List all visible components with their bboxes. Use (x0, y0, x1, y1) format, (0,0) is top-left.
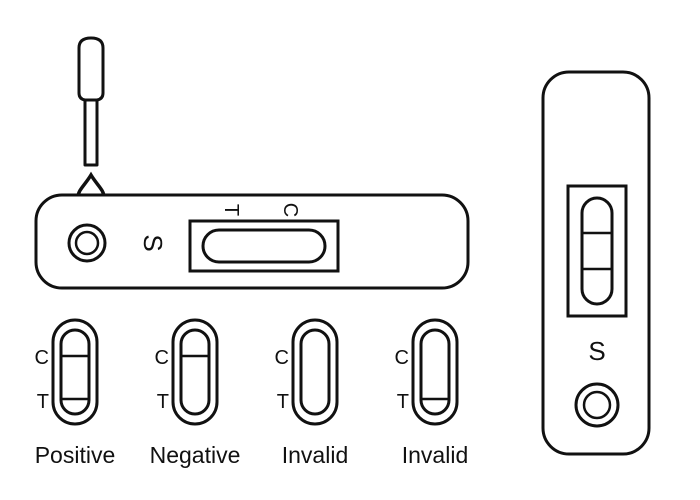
result-example: CT Positive (35, 318, 116, 468)
result-cassette-outline (51, 318, 99, 426)
control-line-label: C (395, 347, 409, 369)
control-line-label: C (155, 347, 169, 369)
result-window-frame (188, 219, 340, 273)
result-name-label: Negative (150, 442, 241, 468)
dropper-icon (77, 36, 105, 167)
sample-label: S (588, 336, 605, 366)
sample-well-inner (74, 230, 100, 256)
result-example: CT Negative (150, 318, 241, 468)
result-name-label: Invalid (402, 442, 468, 468)
sample-well-inner (582, 390, 612, 420)
result-name-label: Invalid (282, 442, 348, 468)
result-example: CT Invalid (395, 318, 468, 468)
sample-well-outer (574, 382, 620, 428)
result-cassette-outline (411, 318, 459, 426)
sample-label: S (138, 234, 168, 251)
result-strip (179, 328, 211, 416)
sample-well-outer (67, 223, 107, 263)
result-cassette-outline (291, 318, 339, 426)
result-strip (59, 328, 91, 416)
result-name-label: Positive (35, 442, 116, 468)
control-line-label: C (279, 203, 301, 217)
cassette-body (34, 193, 470, 290)
result-cassette-outline (171, 318, 219, 426)
cassette-body (541, 70, 651, 456)
result-strip (299, 328, 331, 416)
horizontal-cassette: S T C (34, 193, 470, 290)
test-line-label: T (157, 391, 169, 413)
test-line-label: T (37, 391, 49, 413)
result-window-frame (566, 184, 628, 318)
result-window-strip (201, 228, 327, 264)
test-line-label: T (397, 391, 409, 413)
test-line-label: T (277, 391, 289, 413)
vertical-cassette: S (541, 70, 651, 456)
result-example: CT Invalid (275, 318, 348, 468)
control-line-label: C (275, 347, 289, 369)
control-line-label: C (35, 347, 49, 369)
result-window-strip (580, 196, 614, 306)
result-strip (419, 328, 451, 416)
test-line-label: T (220, 204, 242, 216)
